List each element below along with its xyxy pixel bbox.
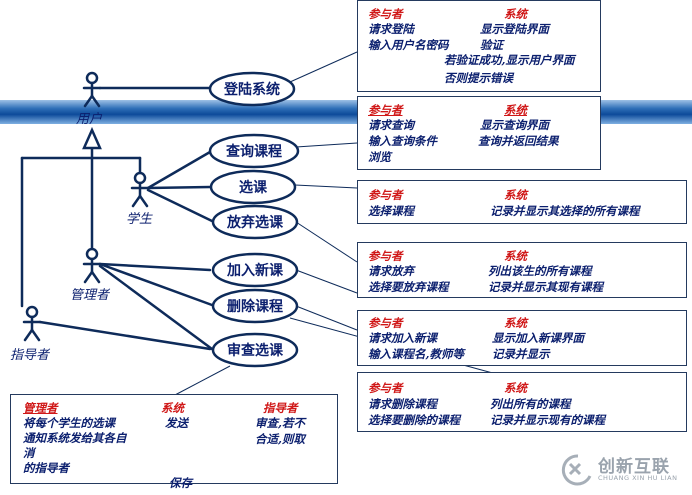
note-delete-header-actor: 参与者	[368, 381, 403, 395]
note-add: 参与者 系统 请求加入新课 显示加入新课界面 输入课程名,教师等 记录并显示	[357, 310, 687, 366]
note-query-header-system: 系统	[504, 103, 527, 117]
note-query-line: 显示查询界面	[480, 118, 549, 132]
actor-advisor-label: 指导者	[10, 348, 50, 363]
note-login-line: 否则提示错误	[444, 71, 513, 85]
note-add-line: 记录并显示	[492, 347, 550, 361]
note-query-line: 浏览	[368, 150, 391, 164]
note-drop-header-actor: 参与者	[368, 249, 403, 263]
note-add-line: 请求加入新课	[368, 331, 437, 345]
note-delete-header-system: 系统	[504, 381, 527, 395]
note-review-header-system: 系统	[161, 401, 184, 415]
note-review-line: 通知系统发给其各自	[23, 431, 127, 445]
note-select-line: 记录并显示其选择的所有课程	[490, 204, 640, 218]
brand-logo-name: 创新互联	[598, 457, 670, 477]
note-query-header-actor: 参与者	[368, 103, 403, 117]
note-review-line: 保存	[169, 476, 192, 490]
note-login-header-system: 系统	[504, 7, 527, 21]
note-drop: 参与者 系统 请求放弃 列出该生的所有课程 选择要放弃课程 记录并显示其现有课程	[357, 242, 687, 298]
usecase-query[interactable]: 查询课程	[226, 144, 282, 160]
note-query-line: 输入查询条件	[368, 134, 437, 148]
note-query-line: 请求查询	[368, 118, 414, 132]
note-login-line: 输入用户名密码	[368, 38, 449, 52]
actor-student-label: 学生	[126, 212, 153, 227]
note-login-line: 若验证成功,显示用户界面	[444, 53, 575, 67]
note-review-line: 发送	[165, 416, 188, 430]
note-review-line: 将每个学生的选课	[23, 416, 115, 430]
note-login-header-actor: 参与者	[368, 7, 403, 21]
note-delete-line: 选择要删除的课程	[368, 413, 460, 427]
note-delete: 参与者 系统 请求删除课程 列出所有的课程 选择要删除的课程 记录并显示现有的课…	[357, 372, 687, 432]
usecase-add[interactable]: 加入新课	[227, 263, 283, 279]
usecase-login[interactable]: 登陆系统	[224, 82, 280, 98]
note-review-line: 消	[23, 446, 35, 460]
note-add-header-actor: 参与者	[368, 316, 403, 330]
note-select-header-system: 系统	[504, 188, 527, 202]
note-add-line: 输入课程名,教师等	[368, 347, 465, 361]
usecase-review[interactable]: 审查选课	[227, 343, 283, 359]
note-add-line: 显示加入新课界面	[492, 331, 584, 345]
usecase-drop[interactable]: 放弃选课	[227, 215, 283, 231]
note-review: 管理者 系统 指导者 将每个学生的选课 发送 审查,若不 通知系统发给其各自 合…	[10, 394, 338, 490]
note-drop-line: 记录并显示其现有课程	[488, 280, 603, 294]
note-login-line: 请求登陆	[368, 22, 414, 36]
note-review-header-advisor: 指导者	[263, 401, 298, 415]
note-login-line: 显示登陆界面	[480, 22, 549, 36]
note-review-line: 审查,若不	[255, 416, 306, 430]
actor-student-figure	[130, 171, 150, 208]
actor-manager-label: 管理者	[70, 288, 110, 303]
note-select-header-actor: 参与者	[368, 188, 403, 202]
actor-user-figure	[82, 71, 102, 108]
note-login: 参与者 系统 请求登陆 显示登陆界面 输入用户名密码 验证 若验证成功,显示用户…	[357, 0, 601, 92]
actor-user-label: 用户	[76, 112, 103, 127]
note-review-line: 合适,则取	[255, 432, 306, 446]
brand-logo-subtitle: CHUANG XIN HU LIAN	[598, 474, 678, 482]
note-delete-line: 列出所有的课程	[490, 397, 571, 411]
note-drop-line: 列出该生的所有课程	[488, 264, 592, 278]
note-query-line: 查询并返回结果	[478, 134, 559, 148]
note-review-line: 的指导者	[23, 461, 69, 475]
note-drop-line: 选择要放弃课程	[368, 280, 449, 294]
note-query: 参与者 系统 请求查询 显示查询界面 输入查询条件 查询并返回结果 浏览	[357, 96, 601, 170]
note-delete-line: 记录并显示现有的课程	[490, 413, 605, 427]
usecase-select[interactable]: 选课	[239, 180, 267, 196]
note-review-header-manager: 管理者	[23, 401, 58, 415]
note-drop-line: 请求放弃	[368, 264, 414, 278]
actor-advisor-figure	[22, 305, 42, 342]
note-drop-header-system: 系统	[504, 249, 527, 263]
usecase-delete[interactable]: 删除课程	[227, 299, 283, 315]
note-select: 参与者 系统 选择课程 记录并显示其选择的所有课程	[357, 180, 687, 224]
note-select-line: 选择课程	[368, 204, 414, 218]
note-login-line: 验证	[480, 38, 503, 52]
brand-logo-icon	[561, 454, 592, 486]
note-delete-line: 请求删除课程	[368, 397, 437, 411]
note-add-header-system: 系统	[504, 316, 527, 330]
actor-manager-figure	[82, 247, 102, 284]
